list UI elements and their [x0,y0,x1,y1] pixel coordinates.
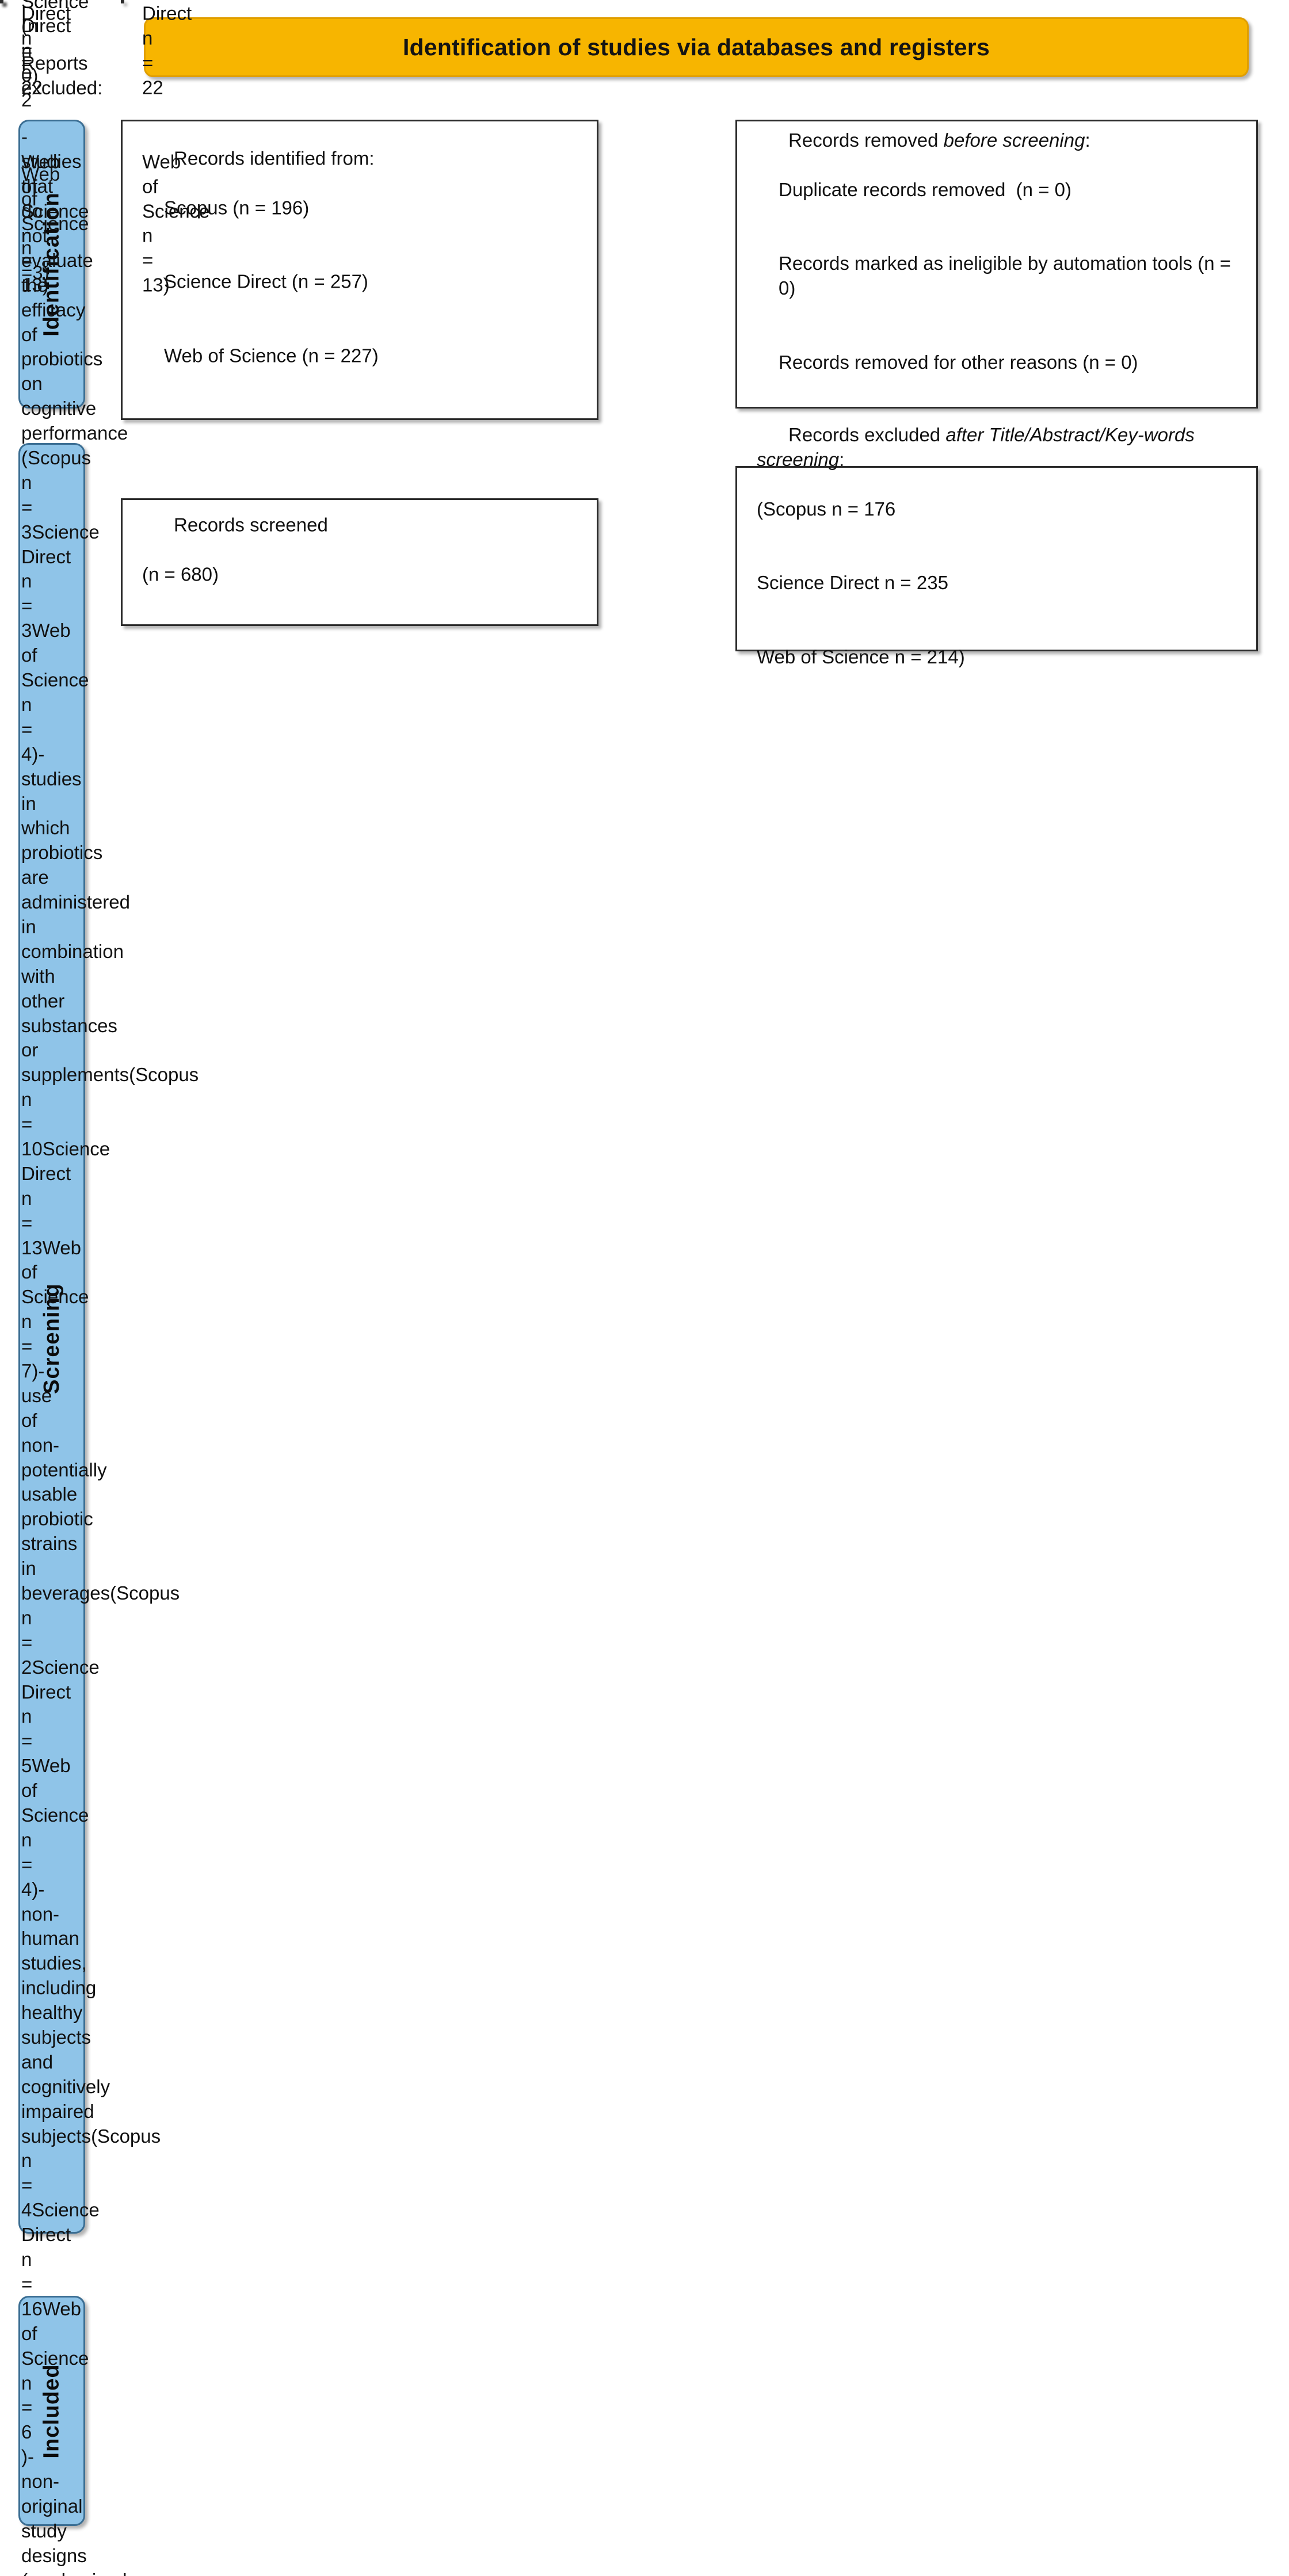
stage-label-identification: Identification [18,120,85,409]
banner-title: Identification of studies via databases … [403,33,990,60]
records-identified-line-1: Science Direct (n = 257) [164,271,368,292]
stage-included-text: Included [39,2363,64,2459]
box-studies-included: Studies included in review (Scopus n = 5… [0,0,89,283]
records-removed-line-0: Duplicate records removed (n = 0) [779,178,1071,200]
reports-excluded-reason-1: -studies in which probiotics are adminis… [21,743,136,1086]
records-excluded-line-1: Science Direct n = 235 [757,572,948,594]
reports-excluded-reason-0-count-1: Web of Science n = 4) [21,620,94,765]
records-screened-count: (n = 680) [142,563,219,585]
records-identified-line-2: Web of Science (n = 227) [164,345,379,367]
box-records-removed: Records removed before screening: Duplic… [735,120,1258,409]
box-records-screened: Records screened (n = 680) [121,498,598,626]
records-removed-line-1: Records marked as ineligible by automati… [779,253,1237,299]
records-excluded-heading-plain: Records excluded [788,424,946,446]
box-records-excluded-screening: Records excluded after Title/Abstract/Ke… [735,424,1258,667]
reports-excluded-reason-2: -use of non-potentially usable probiotic… [21,1360,112,1604]
stage-label-screening: Screening [18,443,85,2234]
box-records-identified: Records identified from: Scopus (n = 196… [121,120,598,420]
records-excluded-line-0: (Scopus n = 176 [757,498,896,520]
box-reports-sought: Reports sought for retrieval (Scopus n =… [121,0,209,296]
diagram-banner: Identification of studies via databases … [144,17,1249,77]
stage-label-included: Included [18,2296,85,2526]
records-screened-heading: Records screened [174,514,328,536]
records-removed-heading-plain: Records removed [788,129,944,151]
reports-excluded-reason-1-count-2: Web of Science n = 7) [21,1237,94,1382]
records-removed-heading-italic: before screening [943,129,1085,151]
reports-excluded-reason-3: -non-human studies, including healthy su… [21,1878,116,2147]
reports-excluded-reason-3-count-2: Web of Science n = 6 ) [21,2298,94,2468]
records-identified-heading: Records identified from: [174,147,375,169]
box-records-excluded-screening-body: Records excluded after Title/Abstract/Ke… [757,398,1246,719]
reports-excluded-reason-1-count-0: (Scopus n = 10 [21,1064,204,1159]
reports-excluded-reason-0: -studies that do not evaluate the effica… [21,126,134,543]
reports-excluded-reason-1-count-1: Science Direct n = 13 [21,1138,116,1258]
box-records-screened-body: Records screened (n = 680) [142,488,586,636]
reports-excluded-heading: Reports excluded: [21,52,103,98]
reports-excluded-reason-2-count-0: (Scopus n = 2 [21,1582,185,1678]
reports-excluded-reason-3-count-0: (Scopus n = 4 [21,2125,166,2221]
records-removed-line-2: Records removed for other reasons (n = 0… [779,352,1138,373]
reports-excluded-reason-list: -studies that do not evaluate the effica… [21,126,207,2576]
records-excluded-heading-tail: : [839,448,845,470]
records-removed-heading-tail: : [1085,129,1090,151]
records-identified-line-0: Scopus (n = 196) [164,197,310,219]
box-records-identified-body: Records identified from: Scopus (n = 196… [142,122,586,418]
reports-excluded-reason-2-count-2: Web of Science n = 4) [21,1755,94,1900]
reports-excluded-reason-2-count-1: Science Direct n = 5 [21,1656,105,1777]
records-excluded-heading-italic: after Title/Abstract/Key-words screening [757,424,1200,470]
records-excluded-line-2: Web of Science n = 214) [757,646,965,668]
reports-excluded-reason-3-count-1: Science Direct n = 16 [21,2199,105,2319]
reports-excluded-reason-0-count-0: Science Direct n = 3 [21,521,105,642]
reports-excluded-reason-4: -non-original study designs (randomized,… [21,2446,132,2576]
box-records-removed-body: Records removed before screening: Duplic… [757,104,1246,425]
box-reports-excluded: Reports excluded: -studies that do not e… [0,0,199,2576]
